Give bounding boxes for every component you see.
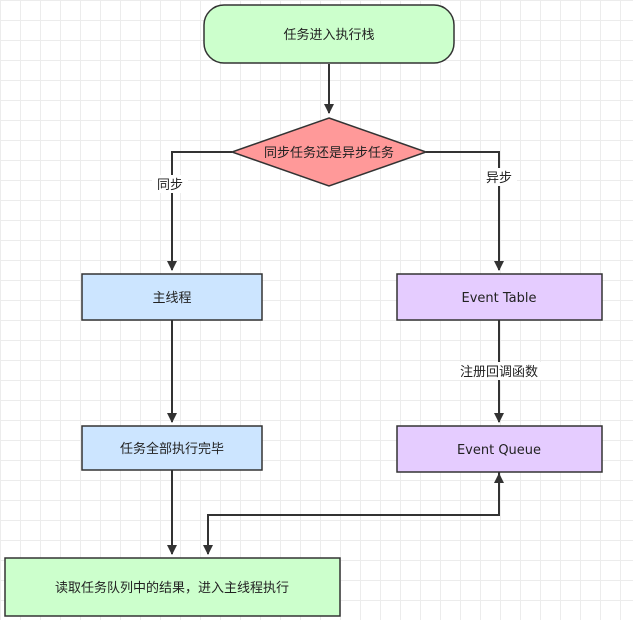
node-event-queue[interactable] bbox=[396, 425, 603, 473]
node-start[interactable] bbox=[203, 4, 455, 64]
node-read-queue[interactable] bbox=[4, 557, 341, 617]
node-read-queue-label: 读取任务队列中的结果，进入主线程执行 bbox=[55, 580, 289, 596]
node-tasks-done-label: 任务全部执行完毕 bbox=[120, 441, 224, 457]
node-main-thread-label: 主线程 bbox=[152, 291, 191, 306]
node-start-label: 任务进入执行栈 bbox=[283, 27, 374, 43]
node-decision[interactable] bbox=[229, 117, 429, 187]
edge-label-sync: 同步 bbox=[157, 178, 183, 193]
node-decision-label: 同步任务还是异步任务 bbox=[264, 145, 394, 161]
node-tasks-done[interactable] bbox=[81, 425, 263, 471]
edge-decision-to-event-table bbox=[426, 151, 504, 271]
edge-label-register-callback: 注册回调函数 bbox=[460, 365, 538, 380]
edge-decision-to-main-thread bbox=[167, 151, 232, 271]
edge-event-queue-to-read-queue bbox=[203, 472, 500, 555]
node-main-thread[interactable] bbox=[81, 273, 263, 321]
node-event-queue-label: Event Queue bbox=[457, 443, 541, 458]
node-event-table[interactable] bbox=[396, 273, 603, 321]
edge-label-async: 异步 bbox=[486, 171, 512, 186]
node-event-table-label: Event Table bbox=[462, 291, 537, 306]
